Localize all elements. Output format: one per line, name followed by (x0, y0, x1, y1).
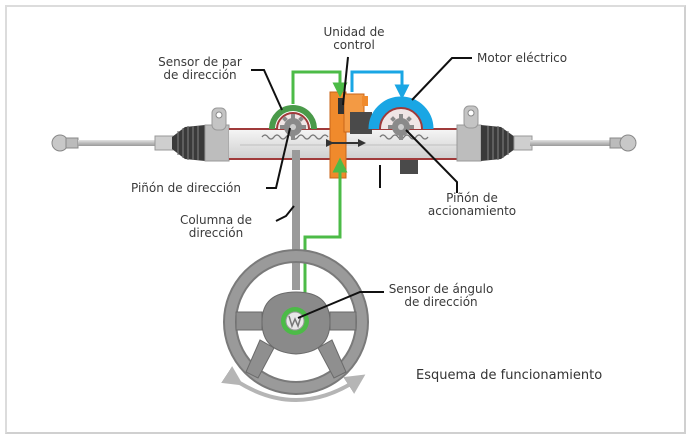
left-mount-bracket (204, 107, 230, 162)
rotation-arrow (221, 366, 366, 402)
label-line: de dirección (163, 68, 237, 82)
leader-electric-motor (411, 57, 472, 101)
right-tie-rod (513, 134, 637, 152)
leader-torque-sensor (251, 69, 283, 111)
label-line: de dirección (404, 295, 478, 309)
leader-angle-sensor (297, 291, 384, 319)
right-bellows-boot (481, 125, 515, 161)
control-unit (329, 91, 372, 179)
label-line: Piñón de (446, 191, 498, 205)
diagram-caption: Esquema de funcionamiento (416, 368, 603, 383)
label-drive-pinion: Piñón de accionamiento (422, 192, 522, 218)
leader-control-unit (342, 56, 349, 106)
label-line: accionamiento (427, 204, 517, 218)
label-line: Sensor de par (158, 55, 242, 69)
label-steering-column: Columna de dirección (166, 214, 266, 240)
angle-signal-line (303, 157, 348, 305)
motor-control-line (350, 70, 410, 100)
leader-drive-pinion (405, 129, 458, 193)
electric-motor (368, 96, 434, 130)
leader-steering-pinion (266, 127, 291, 189)
label-electric-motor: Motor eléctrico (477, 52, 567, 65)
label-angle-sensor: Sensor de ángulo de dirección (386, 283, 496, 309)
label-line: Sensor de ángulo (388, 282, 494, 296)
leader-steering-column (275, 205, 295, 222)
label-line: Piñón de dirección (131, 181, 241, 195)
drive-pinion-gear (388, 114, 414, 140)
label-line: Motor eléctrico (477, 51, 568, 65)
label-line: control (333, 38, 375, 52)
steering-pinion-gear (280, 114, 306, 140)
label-control-unit: Unidad de control (312, 26, 396, 52)
vw-logo-icon (288, 315, 302, 329)
label-torque-sensor: Sensor de par de dirección (150, 56, 250, 82)
torque-signal-line (291, 70, 348, 104)
label-steering-pinion: Piñón de dirección (131, 182, 241, 195)
left-tie-rod (51, 134, 174, 152)
steering-column (292, 150, 300, 290)
right-mount-bracket (456, 105, 482, 162)
label-line: Unidad de (323, 25, 385, 39)
left-bellows-boot (172, 125, 205, 161)
label-line: dirección (188, 226, 244, 240)
motor-housing-block (400, 160, 418, 174)
label-line: Columna de (179, 213, 253, 227)
steering-angle-sensor (281, 307, 309, 335)
